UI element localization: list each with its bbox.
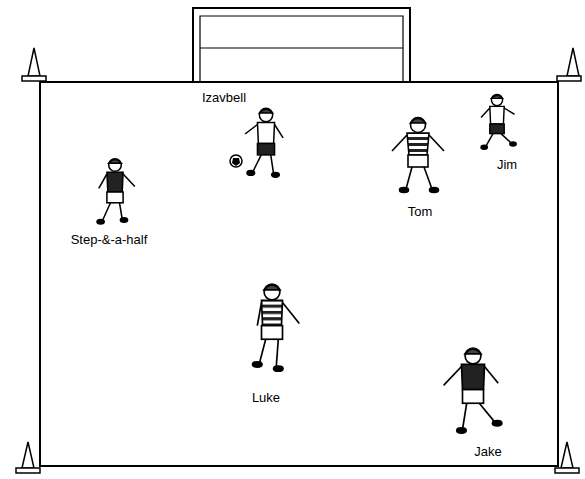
soccer-ball xyxy=(232,158,240,166)
player-name: Tom xyxy=(407,205,434,219)
field-boundary xyxy=(40,82,558,466)
goal xyxy=(193,8,410,82)
player-name: Step-&-a-half xyxy=(70,233,149,247)
player-figure xyxy=(97,159,135,224)
player-figure xyxy=(444,348,502,433)
player-figure xyxy=(392,118,444,193)
player-figure xyxy=(253,284,300,371)
player-name: Jake xyxy=(473,445,502,459)
player-figure xyxy=(481,94,516,149)
player-name: Izavbell xyxy=(201,91,247,105)
player-name: Luke xyxy=(251,391,281,405)
soccer-ball xyxy=(230,155,242,167)
player-name: Jim xyxy=(496,158,518,172)
cone xyxy=(16,48,581,473)
player-figure xyxy=(245,108,283,177)
